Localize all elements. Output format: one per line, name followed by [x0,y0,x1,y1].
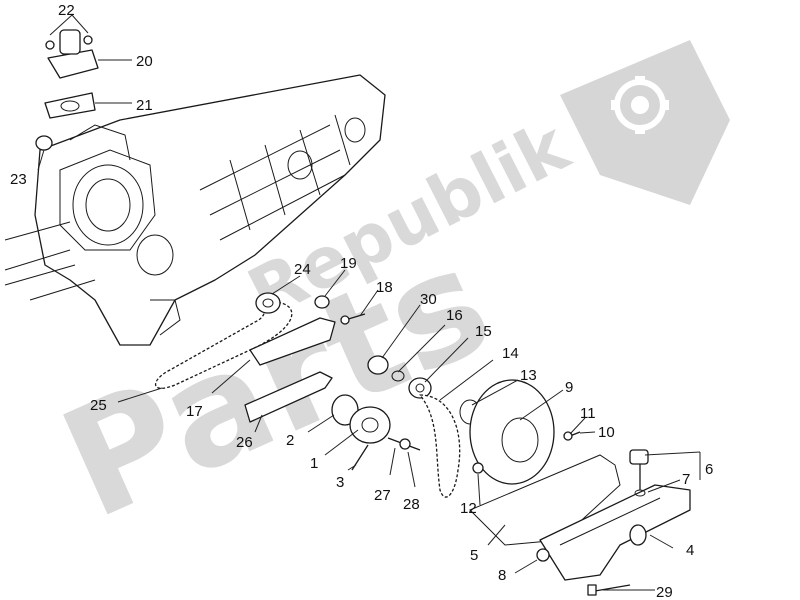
callout-19: 19 [340,255,357,272]
bolt-18 [340,313,366,325]
callout-23: 23 [10,171,27,188]
callout-29: 29 [656,584,673,600]
oil-pump-1 [349,406,391,444]
oring-16 [391,370,405,382]
callout-25: 25 [90,397,107,414]
dipstick-6 [629,449,649,490]
chain-tensioner-shoe-17 [249,317,336,366]
washer-30 [367,355,389,375]
bushing-19 [314,295,330,309]
callout-28: 28 [403,496,420,513]
breather-gasket [44,92,96,119]
drain-plug-8 [536,548,550,562]
callout-5: 5 [470,547,478,564]
callout-7: 7 [682,471,690,488]
cylinder-studs [4,221,96,301]
callout-27: 27 [374,487,391,504]
callout-3: 3 [336,474,344,491]
pump-chain-14 [419,394,461,498]
callout-10: 10 [598,424,615,441]
callout-12: 12 [460,500,477,517]
engine-crankcase [4,74,386,346]
callout-30: 30 [420,291,437,308]
callout-13: 13 [520,367,537,384]
breather-cover [45,29,99,79]
callout-4: 4 [686,542,694,559]
callout-14: 14 [502,345,519,362]
callout-16: 16 [446,307,463,324]
callout-9: 9 [565,379,573,396]
callout-2: 2 [286,432,294,449]
callout-6: 6 [705,461,713,478]
gear-flag-logo-icon [560,40,730,205]
callout-15: 15 [475,323,492,340]
oring-7 [634,489,646,497]
callout-22: 22 [58,2,75,19]
pump-sprocket-15 [408,377,432,399]
bolt-27-28 [387,437,421,451]
plug-part-23 [35,135,53,151]
pump-cover-plate-9 [469,379,555,485]
chain-guide-26 [244,371,333,423]
callout-labels: 1 2 3 4 5 6 7 8 9 10 11 12 13 14 15 16 1… [10,2,713,600]
callout-18: 18 [376,279,393,296]
callout-17: 17 [186,403,203,420]
sprocket-24 [255,292,281,314]
oil-sump-4 [539,484,691,581]
leader-lines [37,14,701,591]
callout-24: 24 [294,261,311,278]
plug-12 [472,462,484,474]
callout-26: 26 [236,434,253,451]
screw-29 [587,584,631,596]
callout-11: 11 [580,405,596,422]
sump-gasket-5 [469,454,621,546]
callout-20: 20 [136,53,153,70]
callout-21: 21 [136,97,153,114]
callout-8: 8 [498,567,506,584]
timing-chain [154,301,293,389]
callout-1: 1 [310,455,318,472]
